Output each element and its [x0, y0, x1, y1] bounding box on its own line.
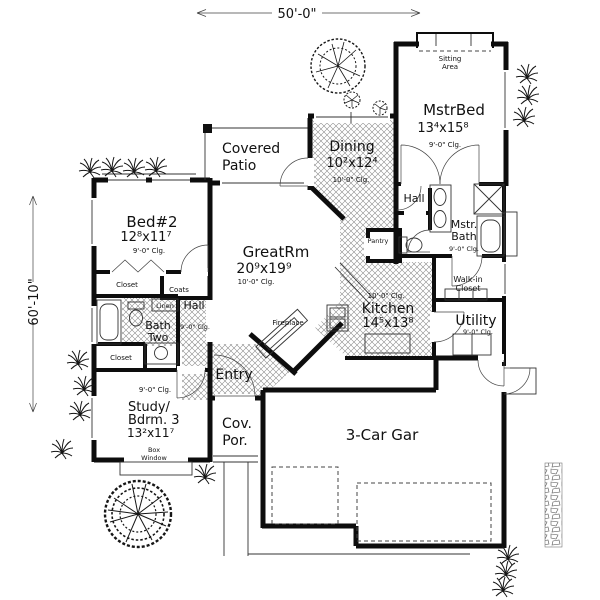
dimension-top: 50'-0": [196, 7, 421, 22]
bathtwo-ceiling: 9'-0" Clg.: [180, 323, 210, 331]
bathtwo-label: Bath: [145, 319, 171, 332]
fixtures: [96, 183, 505, 365]
dining-ceiling: 10'-0" Clg.: [333, 176, 370, 184]
garage-doors: [271, 466, 492, 542]
study-ceiling: 9'-0" Clg.: [139, 386, 171, 394]
master-tub: [476, 215, 505, 257]
fireplace-box: [255, 308, 309, 359]
linen-label: Linen: [156, 302, 174, 310]
bush-icon: [343, 91, 388, 116]
greatrm-label: GreatRm: [243, 243, 310, 261]
dim-top-label: 50'-0": [277, 7, 316, 22]
linen-shelf: [151, 298, 179, 312]
box-window-label2: Window: [141, 454, 167, 462]
covered-patio-label2: Patio: [222, 158, 256, 174]
closet-dresser: [444, 288, 488, 301]
garage-label: 3-Car Gar: [346, 426, 419, 444]
kitchen-ceiling: 10'-0" Clg.: [368, 292, 405, 300]
kitchen-range: [326, 304, 349, 332]
dimension-left: 60'-10": [27, 195, 42, 413]
sitting-area-label2: Area: [442, 63, 458, 71]
mstrbed-size: 13⁴x15⁸: [417, 121, 468, 136]
bathtwo-label2: Two: [147, 331, 169, 344]
landscaping: [50, 38, 563, 598]
study-label2: Bdrm. 3: [128, 413, 180, 428]
dining-size: 10²x12⁴: [326, 156, 377, 171]
mstrbath-label: Mstr.: [451, 218, 478, 231]
mstrbed-label: MstrBed: [423, 101, 485, 119]
bathtwo-vanity: [144, 342, 179, 365]
coats-label: Coats: [169, 286, 189, 294]
study-size: 13²x11⁷: [127, 426, 174, 440]
cov-por-label: Cov.: [222, 416, 252, 432]
kitchen-island: [364, 333, 411, 354]
labels: Covered Patio Dining 10²x12⁴ 10'-0" Clg.…: [110, 55, 497, 462]
box-window-label: Box: [148, 446, 160, 454]
fireplace-label: Fireplace: [272, 319, 303, 327]
hall-right-label: Hall: [403, 192, 424, 205]
dimensions: 50'-0" 60'-10": [27, 7, 421, 413]
covered-patio-label: Covered: [222, 141, 280, 157]
closet-study-label: Closet: [110, 354, 132, 362]
flagstone-path: [544, 462, 563, 548]
entry-label: Entry: [215, 367, 252, 383]
master-shower: [473, 183, 505, 215]
utility-appliances: [452, 333, 492, 356]
dim-left-label: 60'-10": [27, 278, 42, 325]
pantry-label: Pantry: [368, 237, 389, 245]
master-vanity: [429, 184, 452, 233]
bathtwo-tub: [96, 299, 122, 345]
walkin-closet-label2: Closet: [456, 284, 481, 293]
greatrm-ceiling: 10'-0" Clg.: [238, 278, 275, 286]
utility-label: Utility: [455, 313, 496, 329]
dining-label: Dining: [329, 139, 374, 155]
tree-icon: [310, 38, 366, 94]
kitchen-size: 14⁵x13⁸: [362, 316, 413, 331]
mstrbath-ceiling: 9'-0" Clg.: [449, 245, 479, 253]
greatrm-size: 20⁹x19⁹: [236, 261, 292, 277]
master-toilet: [398, 236, 423, 254]
kitchen-label: Kitchen: [362, 301, 415, 317]
bed2-label: Bed#2: [126, 213, 177, 231]
mstrbath-label2: Bath: [451, 230, 477, 243]
door-arcs: [111, 144, 531, 399]
bed2-size: 12⁸x11⁷: [120, 230, 171, 245]
bed2-ceiling: 9'-0" Clg.: [133, 247, 165, 255]
walkin-closet-label: Walk-in: [453, 275, 482, 284]
mstrbed-ceiling: 9'-0" Clg.: [429, 141, 461, 149]
cov-por-label2: Por.: [222, 433, 247, 449]
kitchen-counter: [334, 262, 375, 304]
shrub-icon: [103, 479, 173, 549]
bathtwo-toilet: [127, 301, 145, 327]
study-label: Study/: [128, 400, 171, 415]
closet-bed2-label: Closet: [116, 281, 138, 289]
sitting-area-label: Sitting: [439, 55, 462, 63]
utility-ceiling: 9'-0" Clg.: [463, 328, 493, 336]
hall-left-label: Hall: [183, 299, 204, 312]
